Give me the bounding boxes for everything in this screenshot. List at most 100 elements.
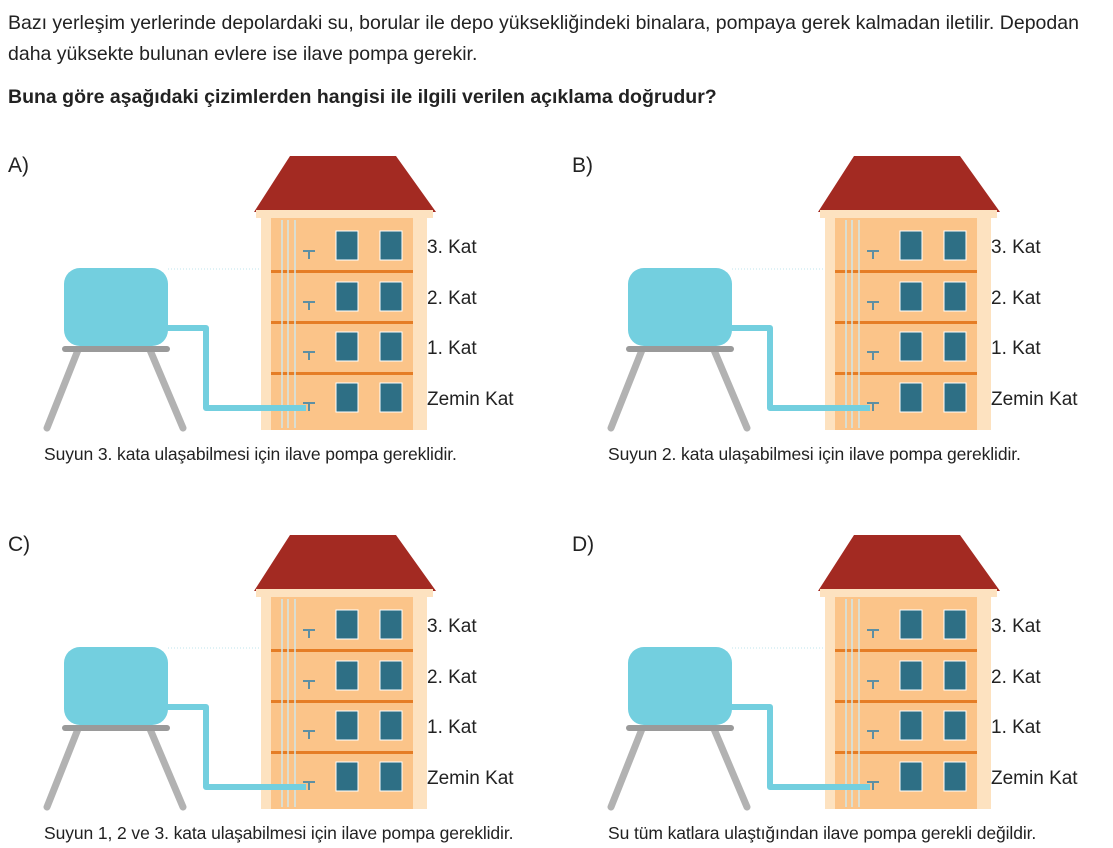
floor-label: 3. Kat [991,237,1041,258]
water-tap-icon [867,680,879,689]
water-tap-icon [303,402,315,411]
tank-stand-leg [43,346,82,432]
tank-stand-leg [710,725,751,811]
window [943,761,967,792]
water-tank [628,647,732,725]
building-roof [254,156,436,212]
water-tap-icon [867,351,879,360]
water-tap-icon [303,629,315,638]
window [899,382,923,413]
window [899,331,923,362]
water-tap-icon [867,629,879,638]
option-d-caption: Su tüm katlara ulaştığından ilave pompa … [608,823,1037,843]
window [899,761,923,792]
building-eave [820,210,997,218]
option-c-letter[interactable]: C) [8,533,31,556]
supply-pipe [724,325,870,411]
floor-divider [271,649,413,652]
window [899,660,923,691]
supply-pipe [724,704,870,790]
window [335,230,359,261]
floor-divider [835,270,977,273]
floor-label: 2. Kat [991,288,1041,309]
floor-divider [271,270,413,273]
window [335,382,359,413]
supply-pipe [160,325,306,411]
window [943,281,967,312]
water-tank [64,268,168,346]
floor-label: 2. Kat [427,288,477,309]
floor-label: 3. Kat [427,616,477,637]
building-roof [818,156,1000,212]
option-a-letter[interactable]: A) [8,154,29,177]
intro-text: Bazı yerleşim yerlerinde depolardaki su,… [8,12,1079,65]
floor-divider [835,321,977,324]
tank-stand-top [62,346,170,352]
floor-label: Zemin Kat [991,768,1078,789]
option-b-letter[interactable]: B) [572,154,593,177]
tank-stand-leg [710,346,751,432]
option-b-caption: Suyun 2. kata ulaşabilmesi için ilave po… [608,444,1021,464]
building-eave [820,589,997,597]
tank-stand-top [626,725,734,731]
water-tap-icon [303,730,315,739]
supply-pipe [160,704,306,790]
window [379,281,403,312]
floor-label: 3. Kat [991,616,1041,637]
window [899,230,923,261]
option-a-caption: Suyun 3. kata ulaşabilmesi için ilave po… [44,444,457,464]
building-roof [818,535,1000,591]
question-text: Buna göre aşağıdaki çizimlerden hangisi … [8,86,717,108]
floor-label: 2. Kat [427,667,477,688]
tank-stand-top [626,346,734,352]
option-c-caption: Suyun 1, 2 ve 3. kata ulaşabilmesi için … [44,823,514,843]
floor-label: 2. Kat [991,667,1041,688]
water-tap-icon [303,781,315,790]
floor-divider [271,700,413,703]
floor-label: 1. Kat [991,338,1041,359]
building-eave [256,589,433,597]
water-tap-icon [303,250,315,259]
window [899,281,923,312]
window [379,382,403,413]
building-eave [256,210,433,218]
tank-stand-leg [43,725,82,811]
floor-label: Zemin Kat [427,768,514,789]
window [943,660,967,691]
window [335,660,359,691]
window [943,609,967,640]
tank-stand-leg [146,725,187,811]
window [335,761,359,792]
tank-stand-top [62,725,170,731]
floor-divider [835,700,977,703]
floor-divider [271,751,413,754]
water-tap-icon [303,351,315,360]
floor-label: Zemin Kat [991,389,1078,410]
floor-divider [835,751,977,754]
water-tap-icon [867,301,879,310]
water-tank [64,647,168,725]
water-tap-icon [867,730,879,739]
window [899,609,923,640]
window [335,609,359,640]
floor-divider [835,372,977,375]
window [335,710,359,741]
floor-label: 1. Kat [991,717,1041,738]
water-tap-icon [303,680,315,689]
window [379,230,403,261]
floor-divider [271,372,413,375]
tank-stand-leg [146,346,187,432]
window [335,331,359,362]
window [899,710,923,741]
floor-label: 1. Kat [427,717,477,738]
window [379,761,403,792]
option-d-letter[interactable]: D) [572,533,595,556]
window [943,382,967,413]
floor-divider [835,649,977,652]
floor-divider [271,321,413,324]
window [335,281,359,312]
water-tap-icon [303,301,315,310]
